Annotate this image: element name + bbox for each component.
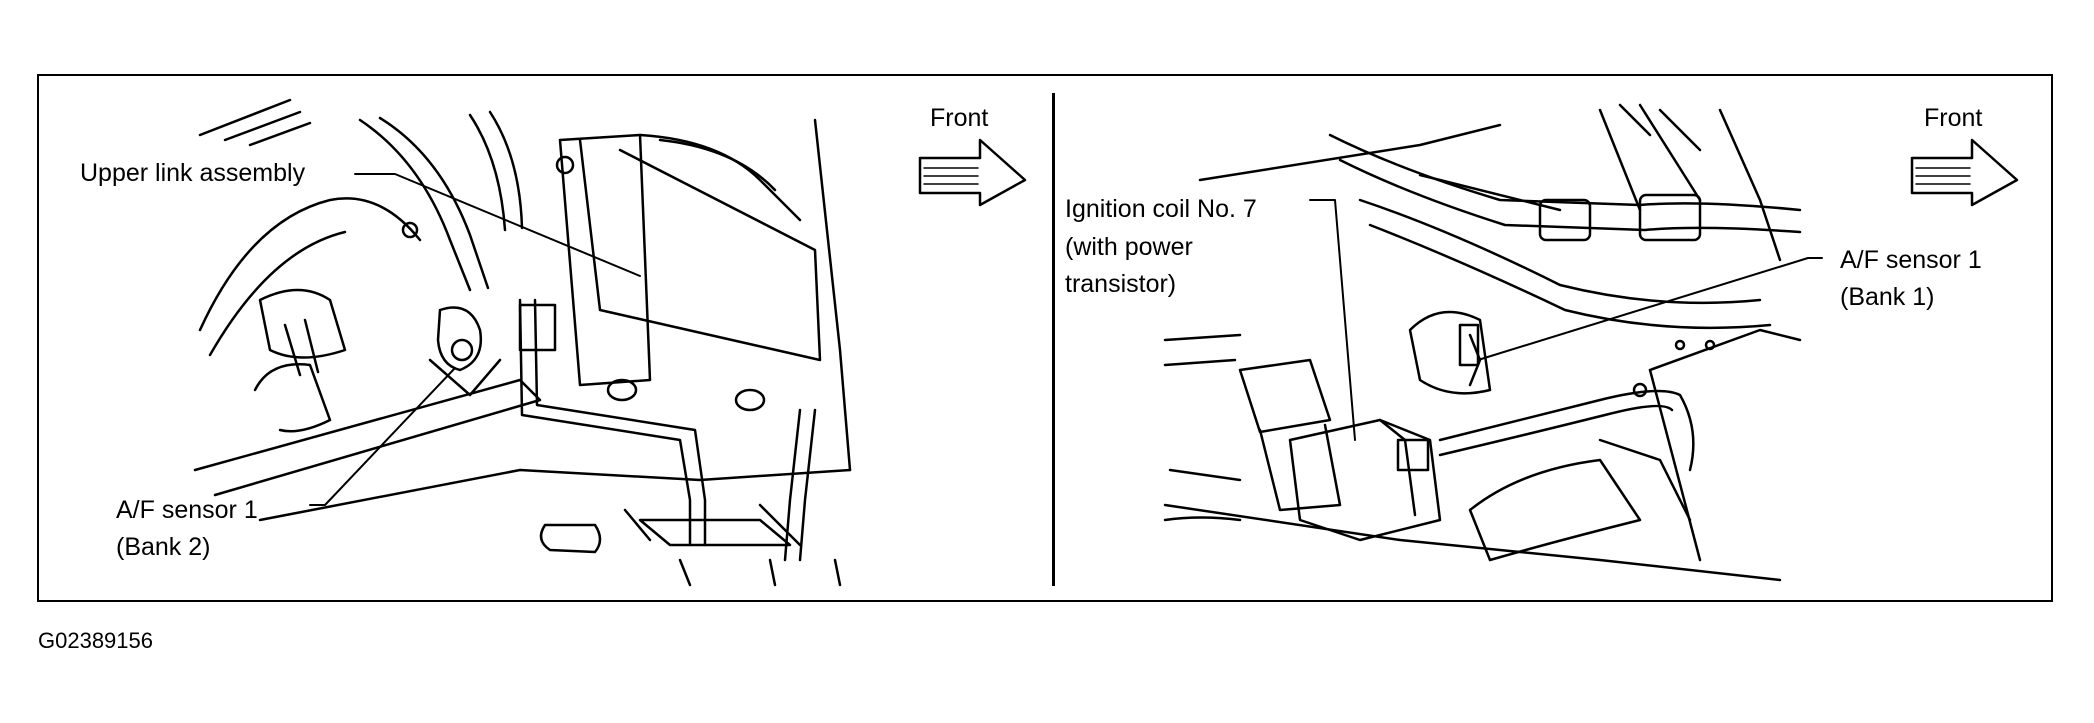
left-front-arrow [918,138,1027,207]
figure-id: G02389156 [38,628,153,653]
left-engine-drawing [193,98,852,587]
right-engine-drawing [1163,103,1802,582]
front-label-right: Front [1924,104,1983,132]
panel-divider [1052,93,1055,586]
ignition-coil-label-line1: Ignition coil No. 7 [1065,195,1257,223]
af-sensor-bank2-label: A/F sensor 1 [116,496,258,524]
right-front-arrow [1910,138,2019,207]
right-leader-lines [1309,199,1823,441]
left-leader-lines [309,173,641,506]
upper-link-assembly-label: Upper link assembly [80,159,306,187]
af-sensor-bank1-label: A/F sensor 1 [1840,246,1982,274]
af-sensor-bank1-bank: (Bank 1) [1840,283,1935,311]
af-sensor-bank2-bank: (Bank 2) [116,533,211,561]
ignition-coil-label-line3: transistor) [1065,270,1177,298]
ignition-coil-label-line2: (with power [1065,233,1193,261]
front-label-left: Front [930,104,989,132]
figure-frame [37,74,2053,602]
